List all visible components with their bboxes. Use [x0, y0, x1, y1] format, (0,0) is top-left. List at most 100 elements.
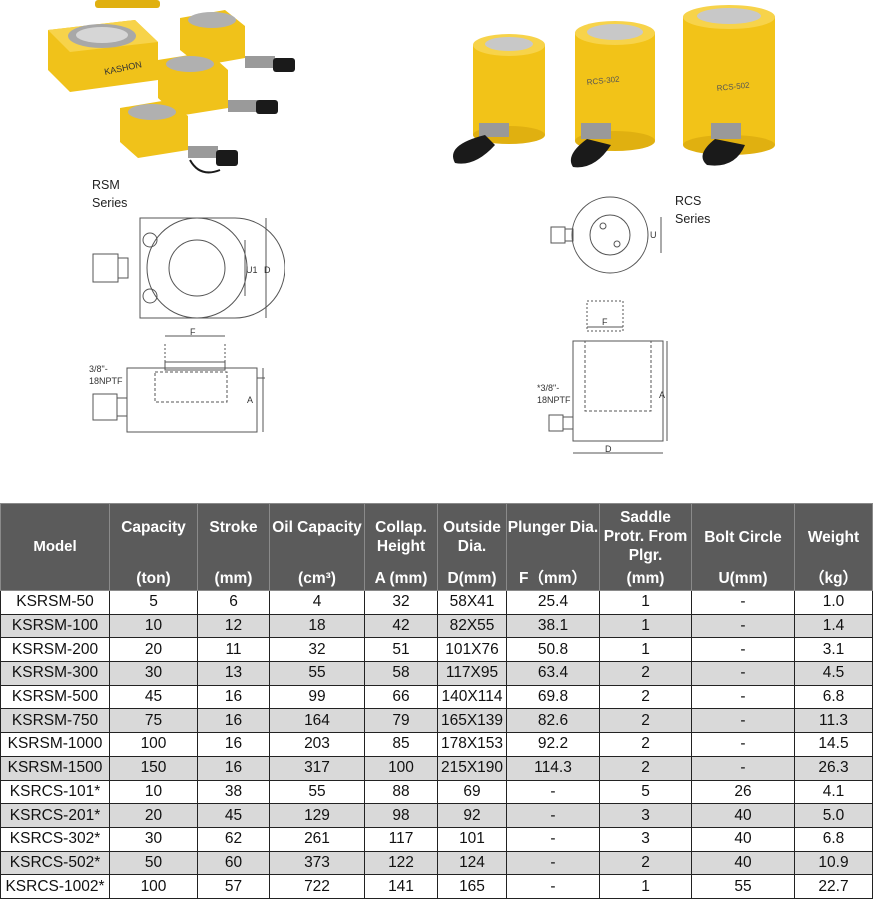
cell-oil-capacity: 55	[269, 661, 365, 686]
rcs-port-label-bottom: 18NPTF	[537, 395, 571, 405]
cell-oil-capacity: 4	[269, 590, 365, 615]
cell-outside-dia: 165X139	[437, 708, 507, 734]
cell-capacity: 30	[109, 661, 198, 686]
cell-saddle-protrusion: 2	[599, 755, 692, 781]
cell-stroke: 11	[197, 637, 270, 663]
rcs-port-label-top: *3/8"-	[537, 383, 559, 393]
cell-bolt-circle: -	[691, 590, 795, 615]
cell-stroke: 16	[197, 732, 270, 757]
cell-outside-dia: 101	[437, 826, 507, 852]
cell-collapsed-height: 141	[364, 874, 438, 899]
col-header-stroke: Stroke (mm)	[197, 503, 270, 591]
cell-plunger-dia: 25.4	[506, 590, 600, 615]
cell-capacity: 50	[109, 850, 198, 876]
cell-plunger-dia: -	[506, 874, 600, 899]
cell-saddle-protrusion: 1	[599, 590, 692, 615]
cell-bolt-circle: 55	[691, 874, 795, 899]
cell-weight: 11.3	[794, 708, 873, 734]
rcs-product-photo: RCS-302 RCS-502	[453, 5, 775, 168]
cell-weight: 10.9	[794, 850, 873, 876]
cell-bolt-circle: -	[691, 732, 795, 757]
cell-bolt-circle: 26	[691, 779, 795, 805]
cell-stroke: 62	[197, 826, 270, 852]
cell-saddle-protrusion: 3	[599, 826, 692, 852]
cell-saddle-protrusion: 3	[599, 803, 692, 828]
cell-saddle-protrusion: 2	[599, 661, 692, 686]
cell-outside-dia: 101X76	[437, 637, 507, 663]
cell-capacity: 100	[109, 732, 198, 757]
cell-bolt-circle: -	[691, 637, 795, 663]
rcs-top-view-drawing: U	[550, 196, 662, 274]
rcs-f-label: F	[602, 317, 608, 327]
cell-weight: 4.5	[794, 661, 873, 686]
rcs-series-caption: RCS Series	[675, 194, 711, 226]
cell-weight: 3.1	[794, 637, 873, 663]
col-header-model: Model	[0, 503, 110, 591]
cell-stroke: 12	[197, 613, 270, 639]
cell-model: KSRSM-100	[0, 613, 110, 639]
cell-capacity: 5	[109, 590, 198, 615]
cell-outside-dia: 117X95	[437, 661, 507, 686]
cell-collapsed-height: 98	[364, 803, 438, 828]
cell-oil-capacity: 55	[269, 779, 365, 805]
cell-weight: 26.3	[794, 755, 873, 781]
cell-weight: 1.0	[794, 590, 873, 615]
cell-capacity: 100	[109, 874, 198, 899]
cell-collapsed-height: 79	[364, 708, 438, 734]
cell-saddle-protrusion: 1	[599, 613, 692, 639]
cell-bolt-circle: 40	[691, 803, 795, 828]
cell-collapsed-height: 66	[364, 684, 438, 710]
cell-saddle-protrusion: 1	[599, 874, 692, 899]
cell-stroke: 45	[197, 803, 270, 828]
cell-saddle-protrusion: 5	[599, 779, 692, 805]
cell-collapsed-height: 58	[364, 661, 438, 686]
cell-stroke: 16	[197, 684, 270, 710]
cell-collapsed-height: 32	[364, 590, 438, 615]
cell-model: KSRSM-750	[0, 708, 110, 734]
cell-oil-capacity: 32	[269, 637, 365, 663]
cell-plunger-dia: 92.2	[506, 732, 600, 757]
cell-plunger-dia: 63.4	[506, 661, 600, 686]
cell-outside-dia: 178X153	[437, 732, 507, 757]
cell-capacity: 150	[109, 755, 198, 781]
cell-oil-capacity: 99	[269, 684, 365, 710]
cell-stroke: 38	[197, 779, 270, 805]
cell-model: KSRSM-200	[0, 637, 110, 663]
cell-oil-capacity: 18	[269, 613, 365, 639]
cell-plunger-dia: -	[506, 779, 600, 805]
cell-capacity: 45	[109, 684, 198, 710]
cell-weight: 22.7	[794, 874, 873, 899]
spec-table: Model Capacity (ton) Stroke (mm) Oil Cap…	[0, 503, 873, 899]
rsm-series-caption: RSM Series	[92, 178, 128, 210]
cell-capacity: 10	[109, 779, 198, 805]
cell-saddle-protrusion: 2	[599, 684, 692, 710]
rsm-port-label-bottom: 18NPTF	[89, 376, 123, 386]
cell-capacity: 30	[109, 826, 198, 852]
cell-outside-dia: 124	[437, 850, 507, 876]
cell-plunger-dia: 69.8	[506, 684, 600, 710]
cell-plunger-dia: -	[506, 803, 600, 828]
rcs-u-label: U	[650, 230, 657, 240]
cell-oil-capacity: 373	[269, 850, 365, 876]
cell-model: KSRCS-201*	[0, 803, 110, 828]
cell-model: KSRCS-302*	[0, 826, 110, 852]
cell-oil-capacity: 203	[269, 732, 365, 757]
col-header-weight: Weight （kg）	[794, 503, 873, 591]
cell-outside-dia: 140X114	[437, 684, 507, 710]
cell-bolt-circle: -	[691, 613, 795, 639]
cell-collapsed-height: 88	[364, 779, 438, 805]
rsm-product-photo: KASHON	[48, 0, 295, 174]
cell-outside-dia: 58X41	[437, 590, 507, 615]
cell-collapsed-height: 42	[364, 613, 438, 639]
rsm-top-view-drawing: U1 D	[92, 217, 285, 319]
cell-bolt-circle: -	[691, 661, 795, 686]
rsm-f-label: F	[190, 328, 196, 337]
